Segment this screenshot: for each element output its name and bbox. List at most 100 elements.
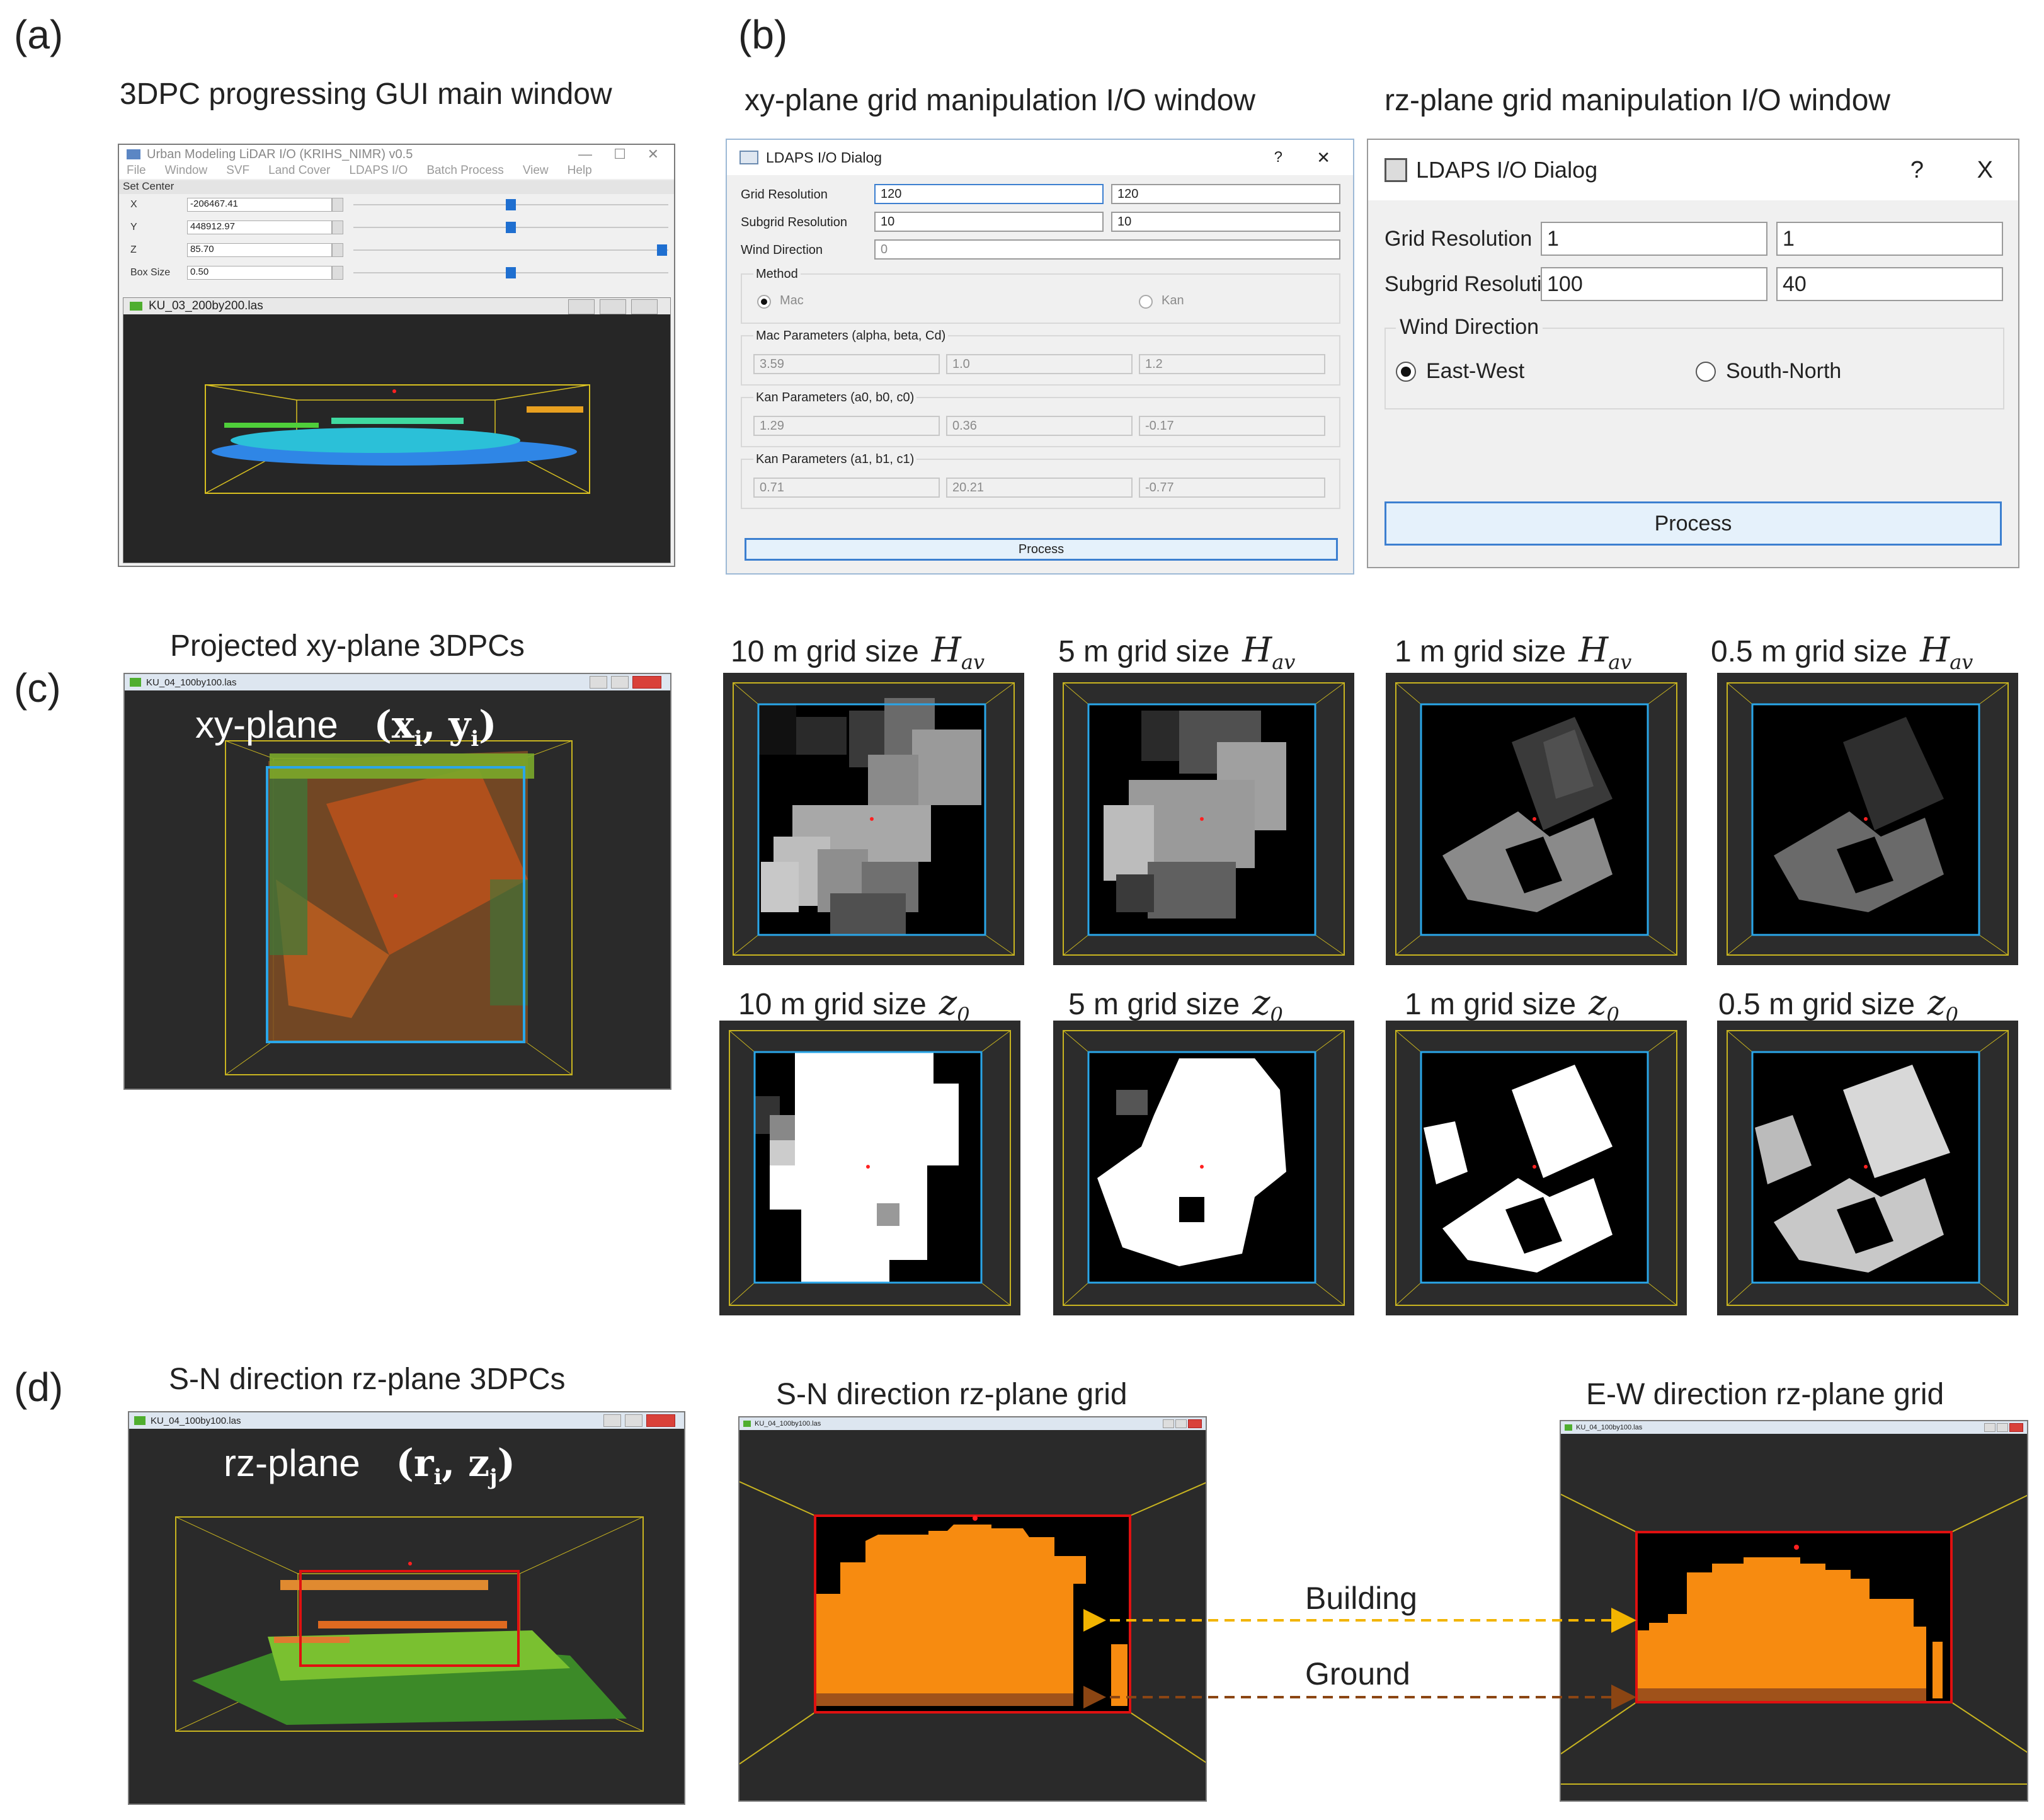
sn-rz-caption: S-N direction rz-plane 3DPCs bbox=[169, 1363, 566, 1396]
maximize-button[interactable] bbox=[1175, 1419, 1187, 1428]
maximize-button[interactable] bbox=[600, 299, 626, 314]
slider-handle[interactable] bbox=[506, 267, 516, 278]
mac-cd-input[interactable]: 1.2 bbox=[1139, 354, 1325, 374]
kan0-parameters-label: Kan Parameters (a0, b0, c0) bbox=[753, 391, 917, 405]
slider-track[interactable] bbox=[353, 249, 668, 251]
viewer-subwindow-title: KU_03_200by200.las bbox=[149, 299, 263, 312]
help-button[interactable]: ? bbox=[1910, 156, 1924, 183]
sn-grid-view[interactable] bbox=[739, 1430, 1207, 1802]
grid-resolution-z-input[interactable]: 1 bbox=[1776, 222, 2003, 256]
close-button[interactable] bbox=[2009, 1423, 2023, 1432]
minimize-button[interactable] bbox=[1163, 1419, 1174, 1428]
set-center-input[interactable]: -206467.41 bbox=[187, 198, 332, 212]
menu-item-view[interactable]: View bbox=[522, 164, 549, 177]
menu-item-land-cover[interactable]: Land Cover bbox=[268, 164, 331, 177]
subgrid-resolution-r-input[interactable]: 100 bbox=[1541, 267, 1767, 301]
slider-handle[interactable] bbox=[657, 244, 667, 256]
kan-a1-input[interactable]: 0.71 bbox=[753, 478, 940, 498]
spinbox-arrows-icon[interactable] bbox=[332, 220, 343, 234]
maximize-icon[interactable]: ☐ bbox=[614, 146, 626, 162]
minimize-icon[interactable]: — bbox=[578, 146, 592, 162]
menu-item-help[interactable]: Help bbox=[567, 164, 592, 177]
mac-alpha-input[interactable]: 3.59 bbox=[753, 354, 940, 374]
close-button[interactable]: ✕ bbox=[1316, 147, 1330, 167]
main-window-title: Urban Modeling LiDAR I/O (KRIHS_NIMR) v0… bbox=[147, 147, 413, 161]
spinbox-arrows-icon[interactable] bbox=[332, 198, 343, 212]
maximize-button[interactable] bbox=[1997, 1423, 2008, 1432]
set-center-label: X bbox=[130, 199, 137, 210]
close-icon[interactable]: ✕ bbox=[647, 146, 659, 162]
subgrid-resolution-label: Subgrid Resolution bbox=[741, 215, 847, 229]
wind-south-north-radio[interactable] bbox=[1696, 362, 1716, 382]
grid-resolution-y-input[interactable]: 120 bbox=[1111, 184, 1340, 204]
qt-icon bbox=[1565, 1424, 1572, 1431]
grid-resolution-r-input[interactable]: 1 bbox=[1541, 222, 1767, 256]
menu-item-svf[interactable]: SVF bbox=[226, 164, 250, 177]
panel-label-a: (a) bbox=[14, 12, 64, 57]
maximize-button[interactable] bbox=[625, 1414, 642, 1427]
qt-icon bbox=[130, 302, 142, 311]
set-center-label: Y bbox=[130, 222, 137, 232]
dialog-icon bbox=[739, 151, 758, 164]
rz-coordinate-label: (ri, zj) bbox=[396, 1441, 515, 1490]
menu-item-batch-process[interactable]: Batch Process bbox=[426, 164, 504, 177]
close-button[interactable]: X bbox=[1977, 156, 1993, 183]
wind-south-north-label: South-North bbox=[1726, 359, 1842, 383]
set-center-input[interactable]: 85.70 bbox=[187, 243, 332, 257]
set-center-input[interactable]: 0.50 bbox=[187, 266, 332, 280]
xy-plane-label: xy-plane (xi, yi) bbox=[195, 703, 497, 752]
minimize-button[interactable] bbox=[568, 299, 595, 314]
minimize-button[interactable] bbox=[590, 676, 607, 689]
subgrid-resolution-z-input[interactable]: 40 bbox=[1776, 267, 2003, 301]
help-button[interactable]: ? bbox=[1274, 149, 1282, 166]
xy-viewer-titlebar: KU_04_100by100.las bbox=[125, 674, 670, 690]
qt-icon bbox=[134, 1416, 146, 1425]
process-button[interactable]: Process bbox=[745, 538, 1338, 561]
process-button[interactable]: Process bbox=[1385, 501, 2002, 546]
menu-item-file[interactable]: File bbox=[127, 164, 146, 177]
variable-symbol: z0 bbox=[1589, 983, 1619, 1027]
set-center-label: Box Size bbox=[130, 267, 171, 278]
grid-resolution-x-input[interactable]: 120 bbox=[874, 184, 1104, 204]
grid-size-text: 1 m grid size bbox=[1405, 988, 1577, 1021]
mac-beta-input[interactable]: 1.0 bbox=[946, 354, 1133, 374]
subgrid-resolution-y-input[interactable]: 10 bbox=[1111, 212, 1340, 232]
kan-b1-input[interactable]: 20.21 bbox=[946, 478, 1133, 498]
subgrid-resolution-x-input[interactable]: 10 bbox=[874, 212, 1104, 232]
method-kan-radio[interactable] bbox=[1139, 295, 1153, 309]
ew-grid-view[interactable] bbox=[1561, 1434, 2028, 1802]
spinbox-arrows-icon[interactable] bbox=[332, 266, 343, 280]
menu-item-ldaps-i-o[interactable]: LDAPS I/O bbox=[349, 164, 408, 177]
method-mac-radio[interactable] bbox=[757, 295, 771, 309]
kan-a0-input[interactable]: 1.29 bbox=[753, 416, 940, 436]
slider-handle[interactable] bbox=[506, 199, 516, 210]
close-button[interactable] bbox=[1188, 1419, 1202, 1428]
grid-resolution-label: Grid Resolution bbox=[741, 188, 828, 202]
maximize-button[interactable] bbox=[611, 676, 629, 689]
ew-grid-caption: E-W direction rz-plane grid bbox=[1586, 1378, 1944, 1411]
minimize-button[interactable] bbox=[1984, 1423, 1995, 1432]
set-center-input[interactable]: 448912.97 bbox=[187, 220, 332, 234]
spinbox-arrows-icon[interactable] bbox=[332, 243, 343, 257]
point-cloud-view[interactable] bbox=[123, 314, 670, 563]
wind-direction-input[interactable]: 0 bbox=[874, 239, 1340, 260]
wind-east-west-radio[interactable] bbox=[1396, 362, 1416, 382]
ground-label: Ground bbox=[1305, 1656, 1410, 1691]
kan-c1-input[interactable]: -0.77 bbox=[1139, 478, 1325, 498]
kan-c0-input[interactable]: -0.17 bbox=[1139, 416, 1325, 436]
xy-dialog-title: LDAPS I/O Dialog bbox=[766, 149, 882, 166]
close-button[interactable] bbox=[631, 299, 658, 314]
slider-handle[interactable] bbox=[506, 222, 516, 233]
kan-b0-input[interactable]: 0.36 bbox=[946, 416, 1133, 436]
rz-point-cloud-view[interactable] bbox=[129, 1429, 685, 1805]
minimize-button[interactable] bbox=[603, 1414, 621, 1427]
panel-label-c: (c) bbox=[14, 665, 61, 711]
close-button[interactable] bbox=[646, 1414, 675, 1427]
xy-point-cloud-view[interactable] bbox=[125, 690, 671, 1090]
app-icon bbox=[127, 149, 140, 159]
menu-item-window[interactable]: Window bbox=[164, 164, 208, 177]
close-button[interactable] bbox=[632, 676, 661, 689]
